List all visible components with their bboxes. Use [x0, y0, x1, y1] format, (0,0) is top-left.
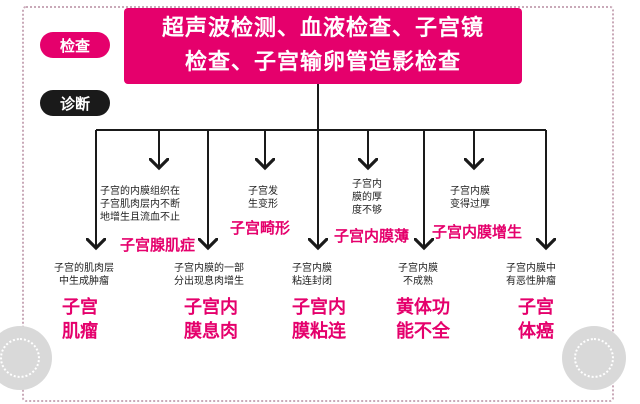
label-uterine-fibroid: 子宫 肌瘤 — [62, 297, 98, 342]
label-luteal-insufficiency: 黄体功 能不全 — [396, 297, 450, 342]
label-adenomyosis: 子宫腺肌症 — [120, 236, 196, 254]
label-intrauterine-adhesion: 子宫内 膜粘连 — [292, 297, 346, 342]
examination-line-1: 超声波检测、血液检查、子宫镜 — [161, 16, 484, 41]
examination-box: 超声波检测、血液检查、子宫镜 检查、子宫输卵管造影检查 — [124, 8, 522, 84]
label-endometrial-hyperplasia: 子宫内膜增生 — [432, 223, 523, 241]
luteal-insufficiency-description: 子宫内膜 不成熟 — [398, 263, 438, 287]
label-uterine-cancer: 子宫 体癌 — [518, 297, 554, 342]
fibroid-description: 子宫的肌肉层 中生成肿瘤 — [54, 263, 114, 287]
label-malformation: 子宫畸形 — [230, 219, 291, 237]
adhesion-description: 子宫内膜 粘连封闭 — [292, 263, 332, 287]
dotted-frame — [22, 6, 614, 402]
decorative-circle-left — [0, 326, 52, 390]
diagnosis-tag: 诊断 — [40, 90, 110, 116]
hyperplasia-description: 子宫内膜 变得过厚 — [450, 186, 490, 210]
thin-endometrium-description: 子宫内 膜的厚 度不够 — [352, 179, 382, 216]
examination-line-2: 检查、子宫输卵管造影检查 — [184, 50, 461, 75]
polyp-description: 子宫内膜的一部 分出现息肉增生 — [174, 263, 244, 287]
label-endometrial-polyp: 子宫内 膜息肉 — [184, 297, 238, 342]
cancer-description: 子宫内膜中 有恶性肿瘤 — [506, 263, 556, 287]
decorative-circle-right — [562, 326, 626, 390]
malformation-description: 子宫发 生变形 — [248, 186, 278, 210]
label-thin-endometrium: 子宫内膜薄 — [334, 227, 410, 245]
check-tag: 检查 — [40, 32, 110, 58]
adenomyosis-description: 子宫的内膜组织在 子宫肌肉层内不断 地增生且流血不止 — [100, 186, 180, 223]
